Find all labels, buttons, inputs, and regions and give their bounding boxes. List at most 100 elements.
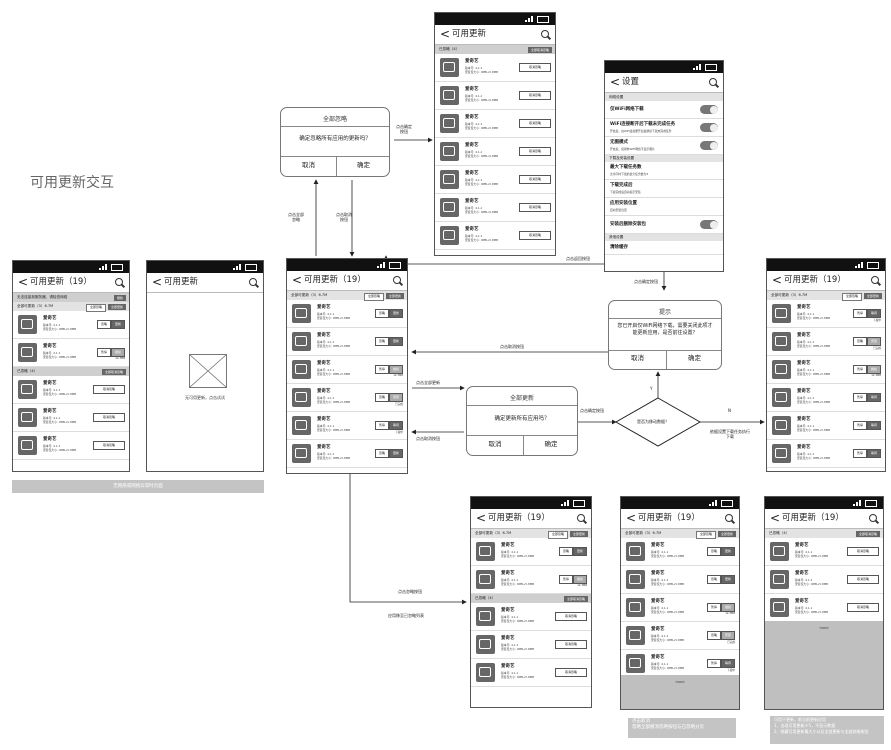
back-icon[interactable]: < [610,75,621,89]
more-link[interactable]: more [675,680,685,684]
label-click-return: 点击返回按钮 [566,256,590,261]
confirm-button[interactable]: 确定 [544,440,558,448]
update-all-button[interactable]: 全部更新 [385,292,404,299]
cancel-button[interactable]: 取消 [631,354,644,362]
cancel-ignore-button[interactable]: 取消忽略 [93,441,125,450]
label-direct-update: 依据设置下载任务执行 下载 [710,429,750,439]
more-link[interactable]: more [819,626,829,630]
back-icon[interactable]: < [626,511,637,525]
cancel-button[interactable]: 取消 [488,440,502,448]
search-icon[interactable] [725,514,733,522]
empty-placeholder-image [189,354,227,388]
search-icon[interactable] [115,278,123,286]
label-click-ignore-all: 点击全部 忽略 [288,212,304,222]
caption-cancel-ignore: 点击取消 忽略全部撤消忽略按钮与已忽略分页 [628,718,736,738]
ignore-button[interactable]: 忽略 [97,320,111,329]
update-all-button[interactable]: 全部更新 [107,303,126,310]
ignore-all-button[interactable]: 全部忽略 [85,303,106,312]
app-icon [18,315,37,334]
search-icon[interactable] [709,78,717,86]
cancel-ignore-button[interactable]: 取消忽略 [93,385,125,394]
cancel-ignore-all-button[interactable]: 全部取消忽略 [101,368,126,375]
caption-more: 可用于更新，前当前更新应用 1、出现可用更新少5，不显示数量 2、隐藏可用更新最… [770,716,884,744]
delete-package-toggle[interactable] [700,220,718,229]
label-click-confirm: 点击确定 按钮 [396,124,412,134]
back-icon[interactable]: < [292,273,303,287]
setting-download-done[interactable]: 下载完成后下载完成后自动提示安装 [605,180,723,198]
setting-max-tasks[interactable]: 最大下载任务数允许同时下载的最大任务数为3 [605,162,723,180]
continue-button[interactable]: 继续 [111,348,125,357]
search-icon[interactable] [871,276,879,284]
ignore-button[interactable]: 忽略 [375,309,389,318]
setting-delete-package: 安装后删除安装包 [605,216,723,234]
search-icon[interactable] [393,276,401,284]
search-icon[interactable] [249,278,257,286]
no-image-toggle[interactable] [700,141,718,150]
cancel-button[interactable]: 取消 [302,161,315,169]
confirm-button[interactable]: 确定 [688,354,701,362]
search-icon[interactable] [541,30,549,38]
update-button[interactable]: 更新 [389,309,403,318]
back-icon[interactable]: < [476,511,487,525]
update-button[interactable]: 更新 [389,337,403,346]
refresh-button[interactable]: 刷新 [113,294,126,301]
label-click-update-all: 点击全部更新 [416,380,440,385]
update-button[interactable]: 更新 [111,320,125,329]
cancel-ignore-button[interactable]: 取消忽略 [93,413,125,422]
ignore-button[interactable]: 忽略 [375,337,389,346]
label-click-cancel-btn2: 点击取消按钮 [416,436,440,441]
dialog-tip: 提示 您已开启仅WiFi网络下载，需要关闭此项才能更新应用，是否前往设置？ 取消… [608,300,722,370]
wifi-only-toggle[interactable] [700,105,718,114]
decision-diamond [614,397,702,447]
back-icon[interactable]: < [440,27,451,41]
back-icon[interactable]: < [18,275,29,289]
search-icon[interactable] [577,514,585,522]
back-icon[interactable]: < [152,275,163,289]
dialog-ignore-all: 全部忽略 确定忽略所有应用的更新吗？ 取消 确定 [280,107,390,177]
page-title: 可用更新交互 [30,175,114,191]
empty-message[interactable]: 无可用更新，点击试试 [185,395,225,400]
setting-install-location[interactable]: 应用安装位置自动安装位置 [605,198,723,216]
pause-button[interactable]: 暂停 [97,348,111,357]
app-icon [18,343,37,362]
cancel-ignore-all-button[interactable]: 全部取消忽略 [527,46,552,53]
ignore-all-button[interactable]: 全部忽略 [363,292,384,301]
confirm-button[interactable]: 确定 [357,161,370,169]
wifi-resume-toggle[interactable] [700,123,718,132]
setting-clear-cache[interactable]: 清除缓存 [605,241,723,255]
caption-network-error: 无网络或网络异常时页面 [12,480,264,493]
back-icon[interactable]: < [770,511,781,525]
label-click-cancel: 点击取消 按钮 [336,212,352,222]
label-click-ignore: 点击忽略按钮 [398,589,422,594]
search-icon[interactable] [869,514,877,522]
setting-wifi-only: 仅WiFi网络下载 [605,101,723,119]
back-icon[interactable]: < [772,273,783,287]
